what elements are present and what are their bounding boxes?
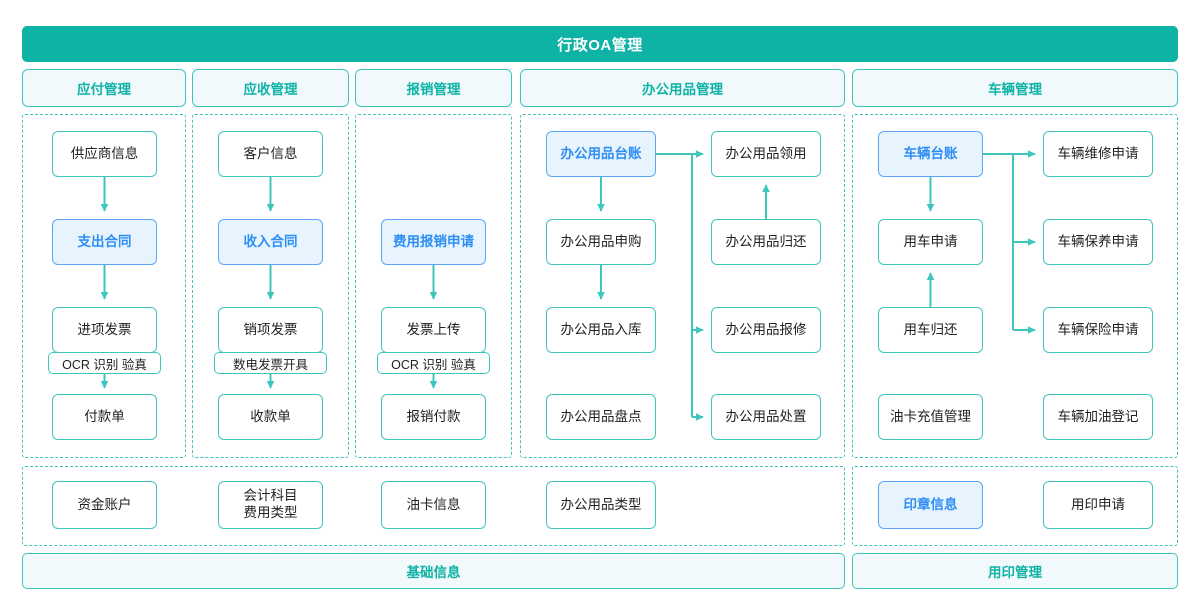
node-supplies-collect[interactable]: 办公用品领用: [711, 131, 821, 177]
node-vehicle-upkeep-request[interactable]: 车辆保养申请: [1043, 219, 1153, 265]
subtag-ocr-verify-expense: OCR 识别 验真: [377, 352, 490, 374]
section-tab-supplies[interactable]: 办公用品管理: [520, 69, 845, 107]
node-supplies-stocktake[interactable]: 办公用品盘点: [546, 394, 656, 440]
footer-basic-info[interactable]: 基础信息: [22, 553, 845, 589]
group-receivable: [192, 114, 349, 458]
footer-seal-management[interactable]: 用印管理: [852, 553, 1178, 589]
section-tab-expense[interactable]: 报销管理: [355, 69, 512, 107]
node-vehicle-ledger[interactable]: 车辆台账: [878, 131, 983, 177]
section-tab-vehicle[interactable]: 车辆管理: [852, 69, 1178, 107]
node-supplies-disposal[interactable]: 办公用品处置: [711, 394, 821, 440]
group-expense: [355, 114, 512, 458]
subtag-ocr-verify-payable: OCR 识别 验真: [48, 352, 161, 374]
node-vehicle-maintenance-request[interactable]: 车辆维修申请: [1043, 131, 1153, 177]
node-supplies-ledger[interactable]: 办公用品台账: [546, 131, 656, 177]
node-fuelcard-recharge[interactable]: 油卡充值管理: [878, 394, 983, 440]
node-supplies-repair[interactable]: 办公用品报修: [711, 307, 821, 353]
node-expense-contract[interactable]: 支出合同: [52, 219, 157, 265]
node-output-invoice[interactable]: 销项发票: [218, 307, 323, 353]
node-line-2: 费用类型: [243, 505, 298, 520]
node-supplies-category[interactable]: 办公用品类型: [546, 481, 656, 529]
node-supplies-purchase[interactable]: 办公用品申购: [546, 219, 656, 265]
subtag-einvoice-issue: 数电发票开具: [214, 352, 327, 374]
node-claim-payment[interactable]: 报销付款: [381, 394, 486, 440]
group-seal: [852, 466, 1178, 546]
node-expense-claim[interactable]: 费用报销申请: [381, 219, 486, 265]
node-invoice-upload[interactable]: 发票上传: [381, 307, 486, 353]
node-customer-info[interactable]: 客户信息: [218, 131, 323, 177]
node-vehicle-request[interactable]: 用车申请: [878, 219, 983, 265]
page-title: 行政OA管理: [22, 26, 1178, 62]
node-receipt-voucher[interactable]: 收款单: [218, 394, 323, 440]
node-vehicle-insurance-request[interactable]: 车辆保险申请: [1043, 307, 1153, 353]
group-payable: [22, 114, 186, 458]
node-supplies-return[interactable]: 办公用品归还: [711, 219, 821, 265]
node-income-contract[interactable]: 收入合同: [218, 219, 323, 265]
section-tab-receivable[interactable]: 应收管理: [192, 69, 349, 107]
node-supplier-info[interactable]: 供应商信息: [52, 131, 157, 177]
node-payment-voucher[interactable]: 付款单: [52, 394, 157, 440]
section-tab-payable[interactable]: 应付管理: [22, 69, 186, 107]
node-supplies-inbound[interactable]: 办公用品入库: [546, 307, 656, 353]
node-line-1: 会计科目: [243, 488, 298, 504]
group-vehicle: [852, 114, 1178, 458]
node-fund-account[interactable]: 资金账户: [52, 481, 157, 529]
node-input-invoice[interactable]: 进项发票: [52, 307, 157, 353]
node-vehicle-return[interactable]: 用车归还: [878, 307, 983, 353]
node-seal-request[interactable]: 用印申请: [1043, 481, 1153, 529]
group-basic-info: [22, 466, 845, 546]
node-vehicle-refuel-record[interactable]: 车辆加油登记: [1043, 394, 1153, 440]
group-supplies: [520, 114, 845, 458]
node-seal-info[interactable]: 印章信息: [878, 481, 983, 529]
node-account-subject-expense-type[interactable]: 会计科目 费用类型: [218, 481, 323, 529]
node-fuelcard-info[interactable]: 油卡信息: [381, 481, 486, 529]
